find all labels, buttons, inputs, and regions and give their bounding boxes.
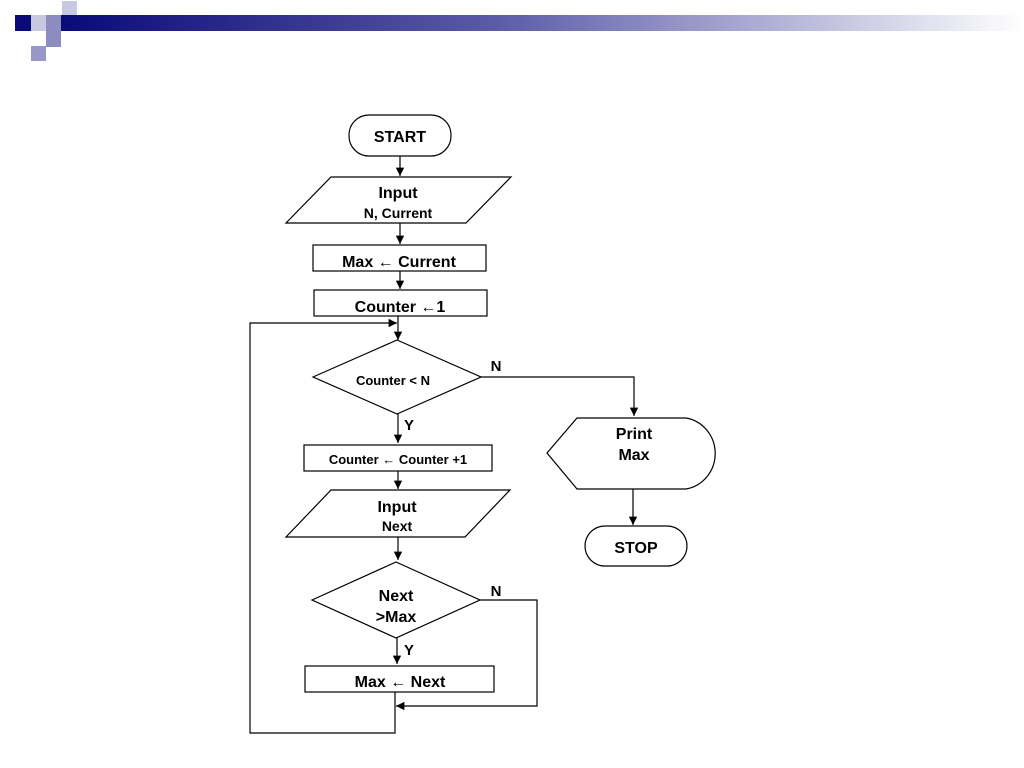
header-square-dark-1	[15, 15, 31, 31]
decision2-no-label: N	[491, 583, 502, 600]
stop-label: STOP	[614, 540, 658, 557]
process-max-next: Max ← Next	[304, 665, 495, 693]
header-square-light-2	[62, 1, 77, 15]
input-next: Input Next	[284, 489, 512, 538]
decision1-no-label: N	[491, 358, 502, 375]
decision2-line1: Next	[379, 588, 414, 605]
process-counter-init: Counter ←1	[313, 289, 488, 317]
print-line2: Max	[618, 447, 649, 464]
connectors	[249, 156, 639, 734]
input2-line1: Input	[377, 499, 417, 516]
decision1-label: Counter < N	[356, 373, 430, 388]
input1-line2: N, Current	[364, 205, 433, 221]
header-square-mid-1	[46, 15, 61, 31]
arrow-decision-no-to-print	[480, 376, 639, 416]
print-line1: Print	[616, 426, 653, 443]
decision1-yes-label: Y	[404, 417, 414, 434]
arrow-loop-back	[249, 318, 397, 734]
decision2-yes-label: Y	[404, 642, 414, 659]
header-square-mid-2	[46, 31, 61, 47]
header-square-light-1	[31, 15, 46, 31]
slide-header-decoration	[15, 1, 1024, 61]
assign-max-label: Max ← Current	[342, 254, 456, 271]
input1-line1: Input	[378, 185, 418, 202]
increment-label: Counter ← Counter +1	[329, 452, 467, 467]
display-print-max: Print Max	[546, 417, 716, 490]
decision-counter-lt-n: Counter < N N Y	[311, 339, 502, 434]
arrow-decision2-no	[396, 599, 538, 711]
decision2-line2: >Max	[376, 609, 417, 626]
assign-counter-label: Counter ←1	[355, 299, 446, 316]
header-gradient-bar	[60, 15, 1024, 31]
process-max-current: Max ← Current	[312, 244, 487, 272]
header-square-light-3	[31, 46, 46, 61]
start-label: START	[374, 129, 426, 146]
decision-next-gt-max: Next >Max N Y	[310, 561, 502, 659]
stop-terminator: STOP	[584, 525, 688, 567]
start-terminator: START	[348, 114, 452, 157]
input2-line2: Next	[382, 518, 413, 534]
process-increment: Counter ← Counter +1	[303, 444, 493, 472]
input-n-current: Input N, Current	[284, 176, 513, 224]
update-max-label: Max ← Next	[355, 674, 446, 691]
